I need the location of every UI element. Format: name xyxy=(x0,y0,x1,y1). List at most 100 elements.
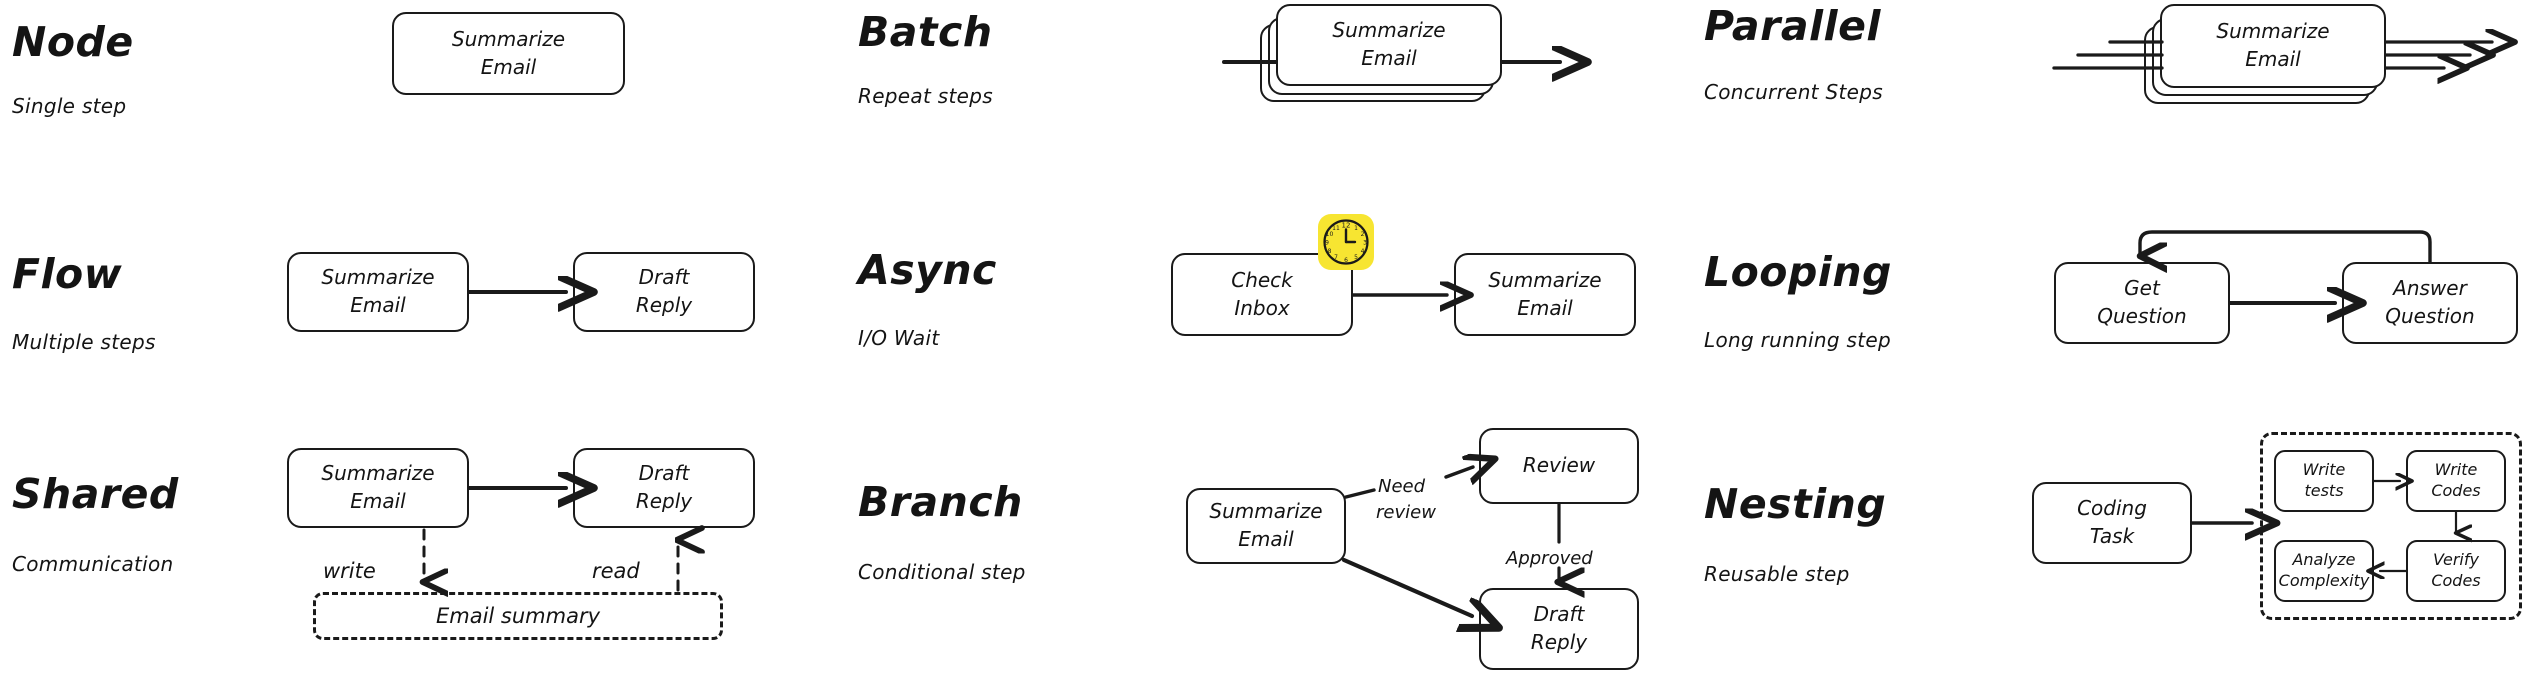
shared-box-summarize-email[interactable]: Summarize Email xyxy=(287,448,469,528)
section-node-subheading: Single step xyxy=(12,94,127,118)
shared-box1-line1: Summarize xyxy=(321,461,435,486)
nesting-box-coding-task[interactable]: Coding Task xyxy=(2032,482,2192,564)
looping-box1-line1: Get xyxy=(2124,276,2160,301)
batch-box-summarize-email[interactable]: Summarize Email xyxy=(1276,4,1502,86)
nesting-box2-line2: tests xyxy=(2304,481,2344,500)
nesting-box4-line1: Verify xyxy=(2433,550,2479,570)
async-box2-line1: Summarize xyxy=(1488,267,1602,292)
nesting-box5-line1: Analyze xyxy=(2292,550,2356,570)
branch-label-review: review xyxy=(1376,502,1436,523)
flow-box-summarize-email[interactable]: Summarize Email xyxy=(287,252,469,332)
branch-box3-line2: Reply xyxy=(1530,630,1588,654)
shared-box2-line1: Draft xyxy=(638,461,690,486)
svg-text:3: 3 xyxy=(1363,240,1367,247)
section-looping-subheading: Long running step xyxy=(1704,328,1892,352)
clock-face-icon: 12 1 2 3 4 5 6 7 8 9 10 11 xyxy=(1323,219,1369,265)
nesting-box-analyze-complexity[interactable]: Analyze Complexity xyxy=(2274,540,2374,602)
shared-write-label: write xyxy=(323,559,376,583)
shared-box2-line2: Reply xyxy=(635,489,693,513)
branch-box-draft-reply[interactable]: Draft Reply xyxy=(1479,588,1639,670)
section-batch-heading: Batch xyxy=(858,8,993,56)
nesting-box-write-codes[interactable]: Write Codes xyxy=(2406,450,2506,512)
flow-box1-line2: Email xyxy=(350,293,406,317)
svg-text:11: 11 xyxy=(1332,225,1340,232)
node-box-summarize-email[interactable]: Summarize Email xyxy=(392,12,625,95)
shared-read-label: read xyxy=(592,559,640,583)
branch-box-review[interactable]: Review xyxy=(1479,428,1639,504)
section-batch-subheading: Repeat steps xyxy=(858,84,993,108)
section-node-heading: Node xyxy=(12,18,134,66)
svg-text:2: 2 xyxy=(1361,231,1365,238)
async-box-summarize-email[interactable]: Summarize Email xyxy=(1454,253,1636,336)
section-looping-heading: Looping xyxy=(1704,248,1892,296)
nesting-box2-line1: Write xyxy=(2302,460,2346,480)
section-flow: Flow Multiple steps Summarize Email Draf… xyxy=(0,230,846,460)
section-parallel-heading: Parallel xyxy=(1704,2,1881,50)
svg-text:8: 8 xyxy=(1328,248,1332,255)
section-branch-heading: Branch xyxy=(858,478,1023,526)
branch-label-approved: Approved xyxy=(1506,548,1593,569)
nesting-box5-line2: Complexity xyxy=(2278,571,2370,590)
section-shared-subheading: Communication xyxy=(12,552,174,576)
section-parallel: Parallel Concurrent Steps Summarize Emai… xyxy=(1692,0,2538,230)
async-box2-line2: Email xyxy=(1517,295,1573,320)
section-async: Async I/O Wait Check Inbox Summarize Ema… xyxy=(846,214,1692,460)
looping-box-answer-question[interactable]: Answer Question xyxy=(2342,262,2518,344)
svg-text:1: 1 xyxy=(1354,225,1358,232)
nesting-box3-line1: Write xyxy=(2434,460,2478,480)
nesting-box1-line2: Task xyxy=(2089,524,2135,548)
shared-box1-line2: Email xyxy=(350,489,406,513)
branch-box2-line1: Review xyxy=(1522,453,1596,478)
shared-store-email-summary[interactable]: Email summary xyxy=(313,592,723,640)
section-node: Node Single step Summarize Email xyxy=(0,0,846,230)
looping-edge-back xyxy=(2140,230,2432,262)
section-branch: Branch Conditional step Summarize Email … xyxy=(846,420,1692,690)
section-branch-subheading: Conditional step xyxy=(858,560,1026,584)
section-parallel-subheading: Concurrent Steps xyxy=(1704,80,1883,104)
batch-box-line2: Email xyxy=(1361,46,1417,70)
looping-box2-line1: Answer xyxy=(2393,276,2467,301)
flow-box2-line2: Reply xyxy=(635,293,693,317)
svg-text:10: 10 xyxy=(1326,231,1334,238)
svg-text:6: 6 xyxy=(1344,257,1348,264)
nesting-box-verify-codes[interactable]: Verify Codes xyxy=(2406,540,2506,602)
section-nesting-heading: Nesting xyxy=(1704,480,1887,528)
section-flow-heading: Flow xyxy=(12,250,123,298)
branch-box1-line1: Summarize xyxy=(1209,499,1323,524)
branch-edge-review-b xyxy=(1444,467,1473,477)
batch-box-line1: Summarize xyxy=(1332,18,1446,43)
branch-label-need: Need xyxy=(1378,476,1426,497)
section-shared: Shared Communication Summarize Email Dra… xyxy=(0,420,846,690)
branch-box-summarize-email[interactable]: Summarize Email xyxy=(1186,488,1346,564)
async-box1-line1: Check xyxy=(1231,267,1293,292)
flow-box-draft-reply[interactable]: Draft Reply xyxy=(573,252,755,332)
nesting-box1-line1: Coding xyxy=(2077,496,2147,521)
shared-box-draft-reply[interactable]: Draft Reply xyxy=(573,448,755,528)
looping-box-get-question[interactable]: Get Question xyxy=(2054,262,2230,344)
nesting-box-write-tests[interactable]: Write tests xyxy=(2274,450,2374,512)
async-box1-line2: Inbox xyxy=(1234,295,1290,320)
section-shared-heading: Shared xyxy=(12,470,179,518)
svg-text:12: 12 xyxy=(1342,222,1351,230)
section-nesting-subheading: Reusable step xyxy=(1704,562,1850,586)
node-box-line1: Summarize xyxy=(451,26,566,51)
svg-text:5: 5 xyxy=(1354,254,1358,261)
parallel-box-summarize-email[interactable]: Summarize Email xyxy=(2160,4,2386,88)
section-batch: Batch Repeat steps Summarize Email xyxy=(846,0,1692,230)
section-async-heading: Async xyxy=(858,246,997,294)
shared-store-label: Email summary xyxy=(435,604,601,628)
branch-edge-direct xyxy=(1341,557,1472,616)
svg-text:9: 9 xyxy=(1325,240,1329,247)
section-async-subheading: I/O Wait xyxy=(858,326,940,350)
node-box-line2: Email xyxy=(480,54,537,79)
svg-text:4: 4 xyxy=(1361,248,1365,255)
section-nesting: Nesting Reusable step Coding Task Write … xyxy=(1692,420,2538,690)
section-flow-subheading: Multiple steps xyxy=(12,330,156,354)
looping-box1-line2: Question xyxy=(2097,304,2187,328)
parallel-box-line2: Email xyxy=(2245,47,2301,71)
looping-box2-line2: Question xyxy=(2385,304,2475,328)
flow-box1-line1: Summarize xyxy=(321,265,435,290)
parallel-box-line1: Summarize xyxy=(2216,19,2330,44)
nesting-box3-line2: Codes xyxy=(2431,481,2481,500)
